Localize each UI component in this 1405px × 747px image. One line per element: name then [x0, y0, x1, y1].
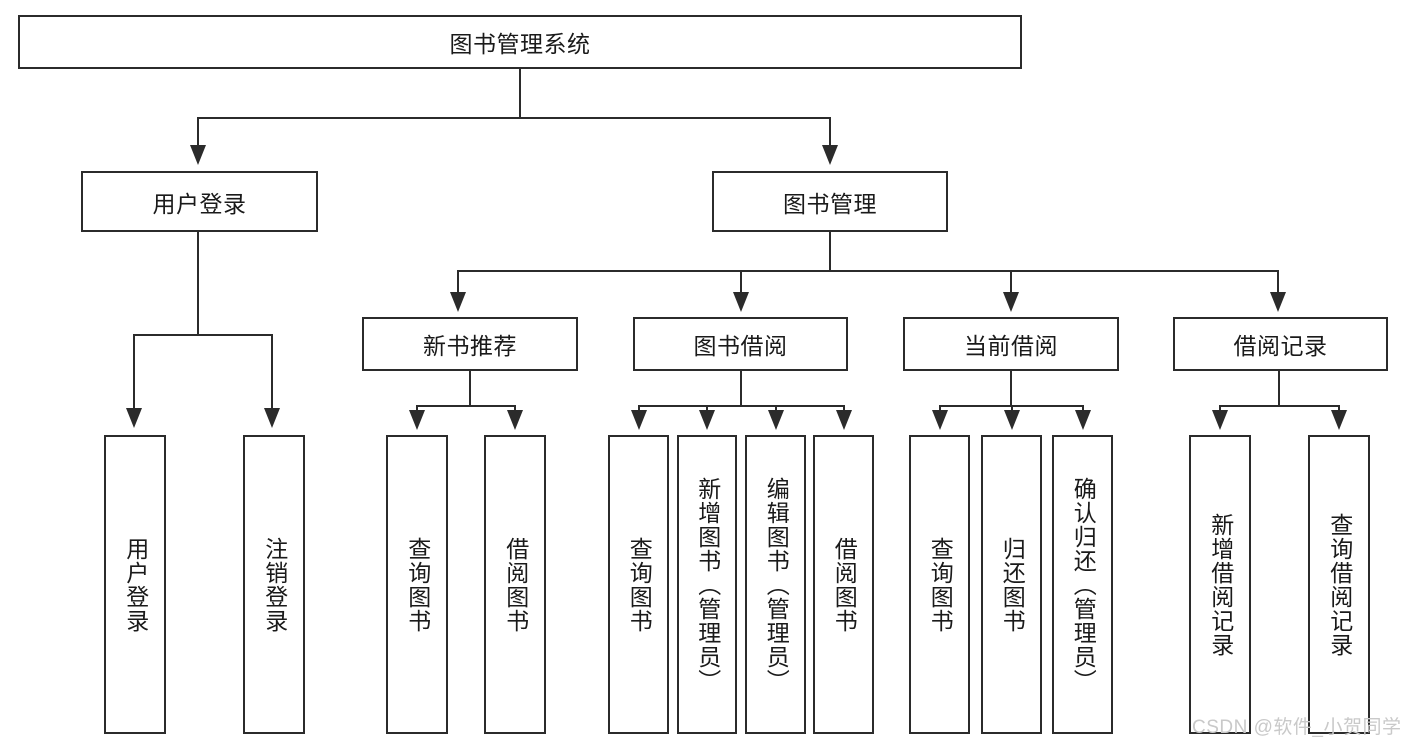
node-label: 新增借阅记录	[1207, 512, 1234, 657]
connector-manage-drop-3	[1010, 270, 1012, 294]
node-label: 图书管理系统	[449, 31, 591, 57]
leaf-return-book[interactable]: 归还图书	[981, 435, 1042, 734]
node-label: 借阅记录	[1233, 333, 1328, 359]
connector-login-drop-right	[271, 334, 273, 410]
connector-g1-bus	[416, 405, 515, 407]
connector-g2-drop-4	[843, 405, 845, 411]
connector-g3-drop-3	[1082, 405, 1084, 411]
connector-g4-drop-2	[1338, 405, 1340, 411]
leaf-edit-book-admin[interactable]: 编辑图书（管理员）	[745, 435, 806, 734]
node-label: 新增图书（管理员）	[694, 476, 721, 693]
node-label: 归还图书	[999, 536, 1026, 633]
connector-g1-drop-1	[416, 405, 418, 411]
connector-g2-stem	[740, 371, 742, 407]
arrow-g4-2	[1331, 410, 1347, 430]
leaf-user-login[interactable]: 用户登录	[104, 435, 166, 734]
arrow-g3-2	[1004, 410, 1020, 430]
node-label: 图书管理	[783, 190, 877, 217]
arrow-to-new-book-rec	[450, 292, 466, 312]
node-label: 查询借阅记录	[1326, 512, 1353, 657]
node-label: 查询图书	[927, 536, 954, 633]
connector-g2-drop-2	[706, 405, 708, 411]
connector-login-bus	[133, 334, 273, 336]
arrow-to-user-login	[190, 145, 206, 165]
connector-login-drop-left	[133, 334, 135, 410]
leaf-query-book-current[interactable]: 查询图书	[909, 435, 970, 734]
node-label: 编辑图书（管理员）	[763, 476, 790, 693]
connector-g1-stem	[469, 371, 471, 407]
node-book-management[interactable]: 图书管理	[712, 171, 948, 232]
leaf-add-borrow-record[interactable]: 新增借阅记录	[1189, 435, 1251, 734]
arrow-to-book-manage	[822, 145, 838, 165]
arrow-g1-2	[507, 410, 523, 430]
arrow-g1-1	[409, 410, 425, 430]
connector-manage-drop-1	[457, 270, 459, 294]
arrow-to-current-borrow	[1003, 292, 1019, 312]
connector-g2-drop-1	[638, 405, 640, 411]
arrow-g2-2	[699, 410, 715, 430]
connector-root-bus	[197, 117, 831, 119]
arrow-to-book-borrow	[733, 292, 749, 312]
node-new-book-recommend[interactable]: 新书推荐	[362, 317, 578, 371]
connector-manage-drop-2	[740, 270, 742, 294]
node-current-borrow[interactable]: 当前借阅	[903, 317, 1119, 371]
leaf-confirm-return-admin[interactable]: 确认归还（管理员）	[1052, 435, 1113, 734]
node-borrow-record[interactable]: 借阅记录	[1173, 317, 1388, 371]
connector-g3-stem	[1010, 371, 1012, 407]
node-label: 注销登录	[261, 536, 288, 633]
connector-g4-bus	[1219, 405, 1339, 407]
connector-g2-drop-3	[775, 405, 777, 411]
connector-g3-drop-1	[939, 405, 941, 411]
connector-g3-drop-2	[1011, 405, 1013, 411]
connector-manage-bus	[457, 270, 1279, 272]
node-label: 新书推荐	[423, 333, 517, 359]
node-label: 借阅图书	[502, 536, 529, 633]
node-label: 确认归还（管理员）	[1070, 476, 1097, 693]
connector-g4-drop-1	[1219, 405, 1221, 411]
leaf-query-book-rec[interactable]: 查询图书	[386, 435, 448, 734]
connector-g1-drop-2	[514, 405, 516, 411]
arrow-to-leaf-logout	[264, 408, 280, 428]
node-user-login[interactable]: 用户登录	[81, 171, 318, 232]
node-label: 查询图书	[404, 536, 431, 633]
connector-manage-drop-4	[1277, 270, 1279, 294]
node-label: 当前借阅	[964, 333, 1058, 359]
node-book-borrow[interactable]: 图书借阅	[633, 317, 848, 371]
arrow-to-borrow-record	[1270, 292, 1286, 312]
connector-g2-bus	[638, 405, 844, 407]
node-label: 图书借阅	[693, 333, 788, 359]
arrow-g3-3	[1075, 410, 1091, 430]
arrow-g2-4	[836, 410, 852, 430]
arrow-g2-3	[768, 410, 784, 430]
leaf-logout[interactable]: 注销登录	[243, 435, 305, 734]
leaf-query-book-borrow[interactable]: 查询图书	[608, 435, 669, 734]
node-label: 用户登录	[152, 190, 247, 217]
leaf-query-borrow-record[interactable]: 查询借阅记录	[1308, 435, 1370, 734]
node-label: 查询图书	[626, 536, 653, 633]
connector-manage-stem	[829, 232, 831, 271]
connector-root-drop-left	[197, 117, 199, 147]
connector-root-drop-right	[829, 117, 831, 147]
watermark-text: CSDN @软件_小贺同学	[1192, 717, 1402, 738]
node-root[interactable]: 图书管理系统	[18, 15, 1022, 69]
arrow-g4-1	[1212, 410, 1228, 430]
leaf-add-book-admin[interactable]: 新增图书（管理员）	[677, 435, 737, 734]
arrow-g2-1	[631, 410, 647, 430]
leaf-borrow-book[interactable]: 借阅图书	[813, 435, 874, 734]
leaf-borrow-book-rec[interactable]: 借阅图书	[484, 435, 546, 734]
arrow-g3-1	[932, 410, 948, 430]
node-label: 用户登录	[122, 536, 149, 633]
node-label: 借阅图书	[831, 536, 858, 633]
connector-g4-stem	[1278, 371, 1280, 407]
arrow-to-leaf-user-login	[126, 408, 142, 428]
connector-login-stem	[197, 232, 199, 336]
connector-root-stem	[519, 69, 521, 118]
